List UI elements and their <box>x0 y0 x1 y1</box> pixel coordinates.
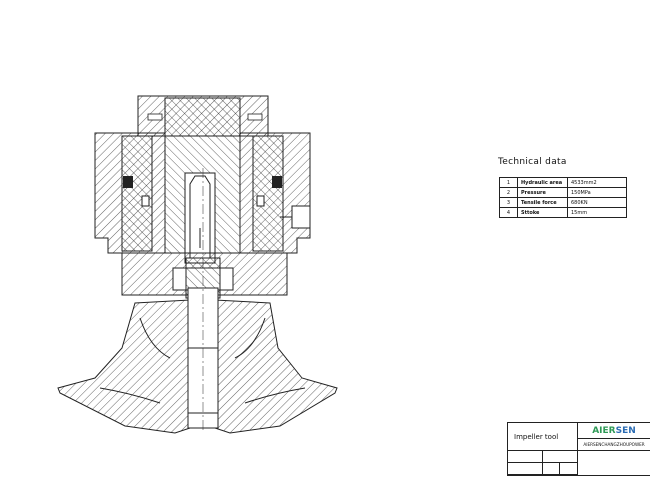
table-row: 1 Hydraulic area 4533mm2 <box>499 177 627 188</box>
drawing-name: Impeller tool <box>508 423 578 451</box>
table-row: 3 Tensile force 680KN <box>499 197 627 208</box>
title-block-cell <box>508 451 543 463</box>
piston <box>164 97 241 264</box>
company-name: AIERSENCHANGZHOUPOWER <box>578 439 650 451</box>
logo-text-part1: AIER <box>592 426 616 436</box>
row-item: Sttoke <box>517 207 568 218</box>
row-number: 1 <box>499 177 518 188</box>
technical-data-table: 1 Hydraulic area 4533mm2 2 Pressure 150M… <box>499 177 627 218</box>
title-block: Impeller tool AIERSEN AIERSENCHANGZHOUPO… <box>507 422 650 476</box>
logo-text-part2: SEN <box>615 426 636 436</box>
row-number: 3 <box>499 197 518 208</box>
title-block-cell <box>543 463 560 475</box>
title-block-cell <box>508 463 543 475</box>
row-number: 4 <box>499 207 518 218</box>
row-value: 4533mm2 <box>567 177 627 188</box>
cylinder-body <box>94 132 311 254</box>
row-item: Tensile force <box>517 197 568 208</box>
company-logo: AIERSEN <box>578 423 650 439</box>
row-item: Hydraulic area <box>517 177 568 188</box>
row-item: Pressure <box>517 187 568 198</box>
table-row: 4 Sttoke 15mm <box>499 207 627 218</box>
shaft <box>187 168 219 433</box>
row-value: 15mm <box>567 207 627 218</box>
row-value: 150MPa <box>567 187 627 198</box>
technical-data-title: Technical data <box>498 157 567 167</box>
title-block-cell <box>543 451 578 463</box>
impeller-tool-section-drawing <box>57 95 338 434</box>
row-value: 680KN <box>567 197 627 208</box>
title-block-cell <box>560 463 578 475</box>
row-number: 2 <box>499 187 518 198</box>
impeller <box>57 299 338 434</box>
table-row: 2 Pressure 150MPa <box>499 187 627 198</box>
